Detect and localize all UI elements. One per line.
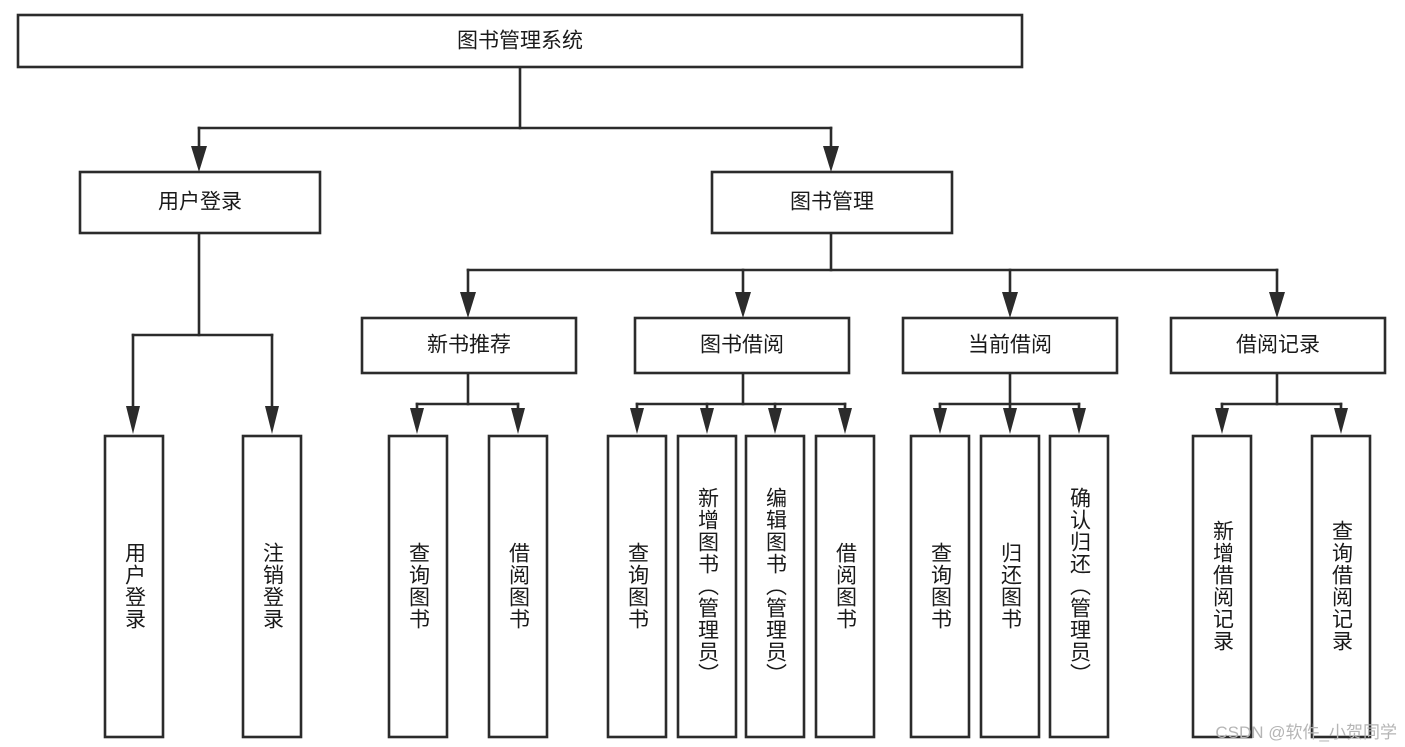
arrow-head-leaf-add-record — [1215, 408, 1229, 434]
node-leaf-borrow-book-1-label: 借阅图书 — [507, 542, 531, 630]
node-root-system[interactable]: 图书管理系统 — [16, 13, 1024, 69]
node-leaf-add-record[interactable]: 新增借阅记录 — [1191, 434, 1253, 739]
node-new-book-recommend-box — [360, 316, 578, 375]
node-leaf-query-book-1-label: 查询图书 — [407, 542, 431, 630]
node-book-management-box — [710, 170, 954, 235]
node-leaf-borrow-book-2-box — [814, 434, 876, 739]
node-book-borrow[interactable]: 图书借阅 — [633, 316, 851, 375]
node-leaf-query-record-box — [1310, 434, 1372, 739]
node-leaf-borrow-book-2[interactable]: 借阅图书 — [814, 434, 876, 739]
node-leaf-query-book-3-label: 查询图书 — [929, 542, 953, 630]
node-leaf-logout-login[interactable]: 注销登录 — [241, 434, 303, 739]
node-leaf-add-record-label: 新增借阅记录 — [1211, 520, 1235, 652]
arrow-head-leaf-query-book-2 — [630, 408, 644, 434]
node-book-management-label: 图书管理 — [790, 191, 874, 214]
arrow-head-leaf-query-record — [1334, 408, 1348, 434]
arrow-head-leaf-return-book — [1003, 408, 1017, 434]
node-leaf-query-book-2-label: 查询图书 — [626, 542, 650, 630]
node-leaf-edit-book[interactable]: 编辑图书（管理员） — [744, 434, 806, 739]
arrow-head-leaf-logout-login — [265, 406, 279, 434]
node-new-book-recommend-label: 新书推荐 — [427, 334, 511, 357]
node-leaf-add-book-label: 新增图书（管理员） — [696, 487, 720, 685]
arrow-head-leaf-add-book — [700, 408, 714, 434]
node-book-borrow-label: 图书借阅 — [700, 334, 784, 357]
node-leaf-query-record-label: 查询借阅记录 — [1330, 520, 1354, 652]
node-leaf-add-book[interactable]: 新增图书（管理员） — [676, 434, 738, 739]
arrow-head-user-login — [191, 146, 207, 172]
node-leaf-return-book-label: 归还图书 — [999, 542, 1023, 630]
node-leaf-confirm-return[interactable]: 确认归还（管理员） — [1048, 434, 1110, 739]
node-leaf-add-record-box — [1191, 434, 1253, 739]
node-leaf-borrow-book-2-label: 借阅图书 — [834, 542, 858, 630]
node-leaf-logout-login-box — [241, 434, 303, 739]
node-leaf-borrow-book-1[interactable]: 借阅图书 — [487, 434, 549, 739]
node-leaf-query-book-2-box — [606, 434, 668, 739]
node-leaf-query-book-3[interactable]: 查询图书 — [909, 434, 971, 739]
node-leaf-query-book-2[interactable]: 查询图书 — [606, 434, 668, 739]
node-root-box — [16, 13, 1024, 69]
node-leaf-borrow-book-1-box — [487, 434, 549, 739]
node-leaf-user-login[interactable]: 用户登录 — [103, 434, 165, 739]
node-leaf-query-book-3-box — [909, 434, 971, 739]
arrow-head-leaf-borrow-book-1 — [511, 408, 525, 434]
node-user-login[interactable]: 用户登录 — [78, 170, 322, 235]
arrow-head-new-book-recommend — [460, 292, 476, 318]
arrow-head-book-borrow — [735, 292, 751, 318]
node-leaf-query-book-1-box — [387, 434, 449, 739]
node-leaf-return-book[interactable]: 归还图书 — [979, 434, 1041, 739]
node-leaf-confirm-return-label: 确认归还（管理员） — [1068, 487, 1092, 685]
node-current-borrow-label: 当前借阅 — [968, 334, 1052, 357]
node-leaf-return-book-box — [979, 434, 1041, 739]
node-current-borrow[interactable]: 当前借阅 — [901, 316, 1119, 375]
node-leaf-user-login-label: 用户登录 — [123, 542, 147, 630]
arrow-head-leaf-borrow-book-2 — [838, 408, 852, 434]
node-current-borrow-box — [901, 316, 1119, 375]
arrow-head-book-management — [823, 146, 839, 172]
node-leaf-logout-login-label: 注销登录 — [261, 542, 285, 630]
node-borrow-record[interactable]: 借阅记录 — [1169, 316, 1387, 375]
node-borrow-record-box — [1169, 316, 1387, 375]
node-leaf-confirm-return-box — [1048, 434, 1110, 739]
connector-group-new-book-recommend — [410, 371, 525, 434]
arrow-head-current-borrow — [1002, 292, 1018, 318]
node-user-login-box — [78, 170, 322, 235]
node-leaf-add-book-box — [676, 434, 738, 739]
arrow-head-leaf-confirm-return — [1072, 408, 1086, 434]
node-leaf-user-login-box — [103, 434, 165, 739]
node-user-login-label: 用户登录 — [158, 191, 242, 214]
connector-group-current-borrow — [933, 371, 1086, 434]
node-new-book-recommend[interactable]: 新书推荐 — [360, 316, 578, 375]
connector-group-book-management — [460, 231, 1285, 318]
node-root-label: 图书管理系统 — [457, 30, 583, 53]
arrow-head-borrow-record — [1269, 292, 1285, 318]
arrow-head-leaf-query-book-1 — [410, 408, 424, 434]
node-book-borrow-box — [633, 316, 851, 375]
connector-group-root — [191, 65, 839, 172]
connector-group-borrow-record — [1215, 371, 1348, 434]
connector-group-book-borrow — [630, 371, 852, 434]
node-borrow-record-label: 借阅记录 — [1236, 334, 1320, 357]
node-leaf-query-record[interactable]: 查询借阅记录 — [1310, 434, 1372, 739]
node-leaf-query-book-1[interactable]: 查询图书 — [387, 434, 449, 739]
arrow-head-leaf-query-book-3 — [933, 408, 947, 434]
arrow-head-leaf-edit-book — [768, 408, 782, 434]
arrow-head-leaf-user-login — [126, 406, 140, 434]
node-leaf-edit-book-label: 编辑图书（管理员） — [764, 487, 788, 685]
node-leaf-edit-book-box — [744, 434, 806, 739]
connector-group-user-login — [126, 231, 279, 434]
node-book-management[interactable]: 图书管理 — [710, 170, 954, 235]
